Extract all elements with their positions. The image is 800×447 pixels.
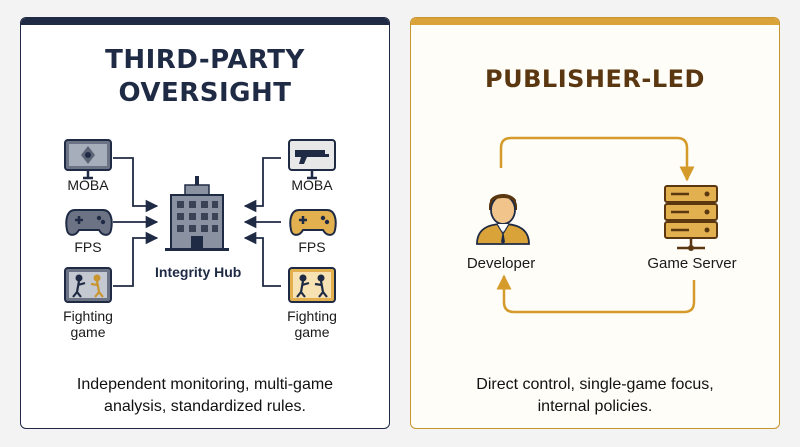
fighting-game-icon	[64, 267, 112, 303]
title-line-1: THIRD-PARTY	[105, 45, 305, 75]
gamepad-icon	[65, 209, 113, 236]
panel-title: THIRD-PARTY OVERSIGHT	[21, 44, 389, 110]
panel-caption: Independent monitoring, multi-game analy…	[21, 374, 389, 418]
building-icon	[165, 176, 229, 251]
cycle-arrows	[496, 136, 696, 314]
caption-line-1: Direct control, single-game focus,	[476, 376, 714, 393]
panel-top-bar	[411, 18, 779, 25]
game-label: Fighting game	[287, 308, 337, 340]
server-icon	[664, 185, 718, 251]
publisher-led-panel: PUBLISHER-LED Developer Game Server	[410, 17, 780, 429]
moba-monitor-icon	[64, 139, 112, 180]
fps-monitor-icon	[288, 139, 336, 180]
connection-arrows	[113, 157, 281, 287]
caption-line-2: internal policies.	[537, 398, 653, 415]
developer-icon	[476, 194, 530, 245]
fighting-game-icon	[288, 267, 336, 303]
developer-label: Developer	[466, 255, 536, 272]
server-label: Game Server	[647, 255, 737, 272]
caption-line-2: analysis, standardized rules.	[104, 398, 306, 415]
game-label: Fighting game	[63, 308, 113, 340]
panel-caption: Direct control, single-game focus, inter…	[411, 374, 779, 418]
gamepad-icon	[289, 209, 337, 236]
game-label: MOBA	[67, 177, 109, 193]
panel-top-bar	[21, 18, 389, 25]
third-party-panel: THIRD-PARTY OVERSIGHT MOBA FPS	[20, 17, 390, 429]
game-label: MOBA	[291, 177, 333, 193]
caption-line-1: Independent monitoring, multi-game	[76, 376, 334, 393]
game-label: FPS	[298, 239, 326, 255]
panel-title: PUBLISHER-LED	[485, 65, 705, 93]
title-line-2: OVERSIGHT	[118, 78, 292, 108]
hub-label: Integrity Hub	[155, 264, 242, 280]
game-label: FPS	[74, 239, 102, 255]
